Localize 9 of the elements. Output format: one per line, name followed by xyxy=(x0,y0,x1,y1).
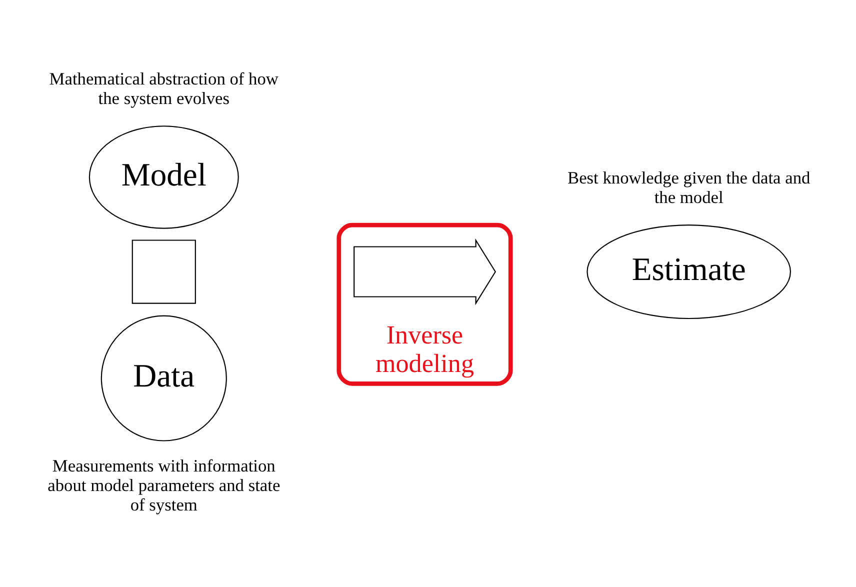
node-arrow xyxy=(354,238,496,306)
node-cross xyxy=(132,240,196,304)
node-label: Best knowledge given the data and the model xyxy=(567,168,810,208)
node-circle: Data xyxy=(100,315,227,442)
node-ellipse: Estimate xyxy=(586,224,791,320)
node-label: Mathematical abstraction of how the system evolves xyxy=(49,70,278,108)
node-ellipse: Model xyxy=(88,126,239,229)
node-label: Measurements with information about model parameters and state of system xyxy=(48,456,280,515)
cluster: Inverse modeling xyxy=(336,222,513,386)
